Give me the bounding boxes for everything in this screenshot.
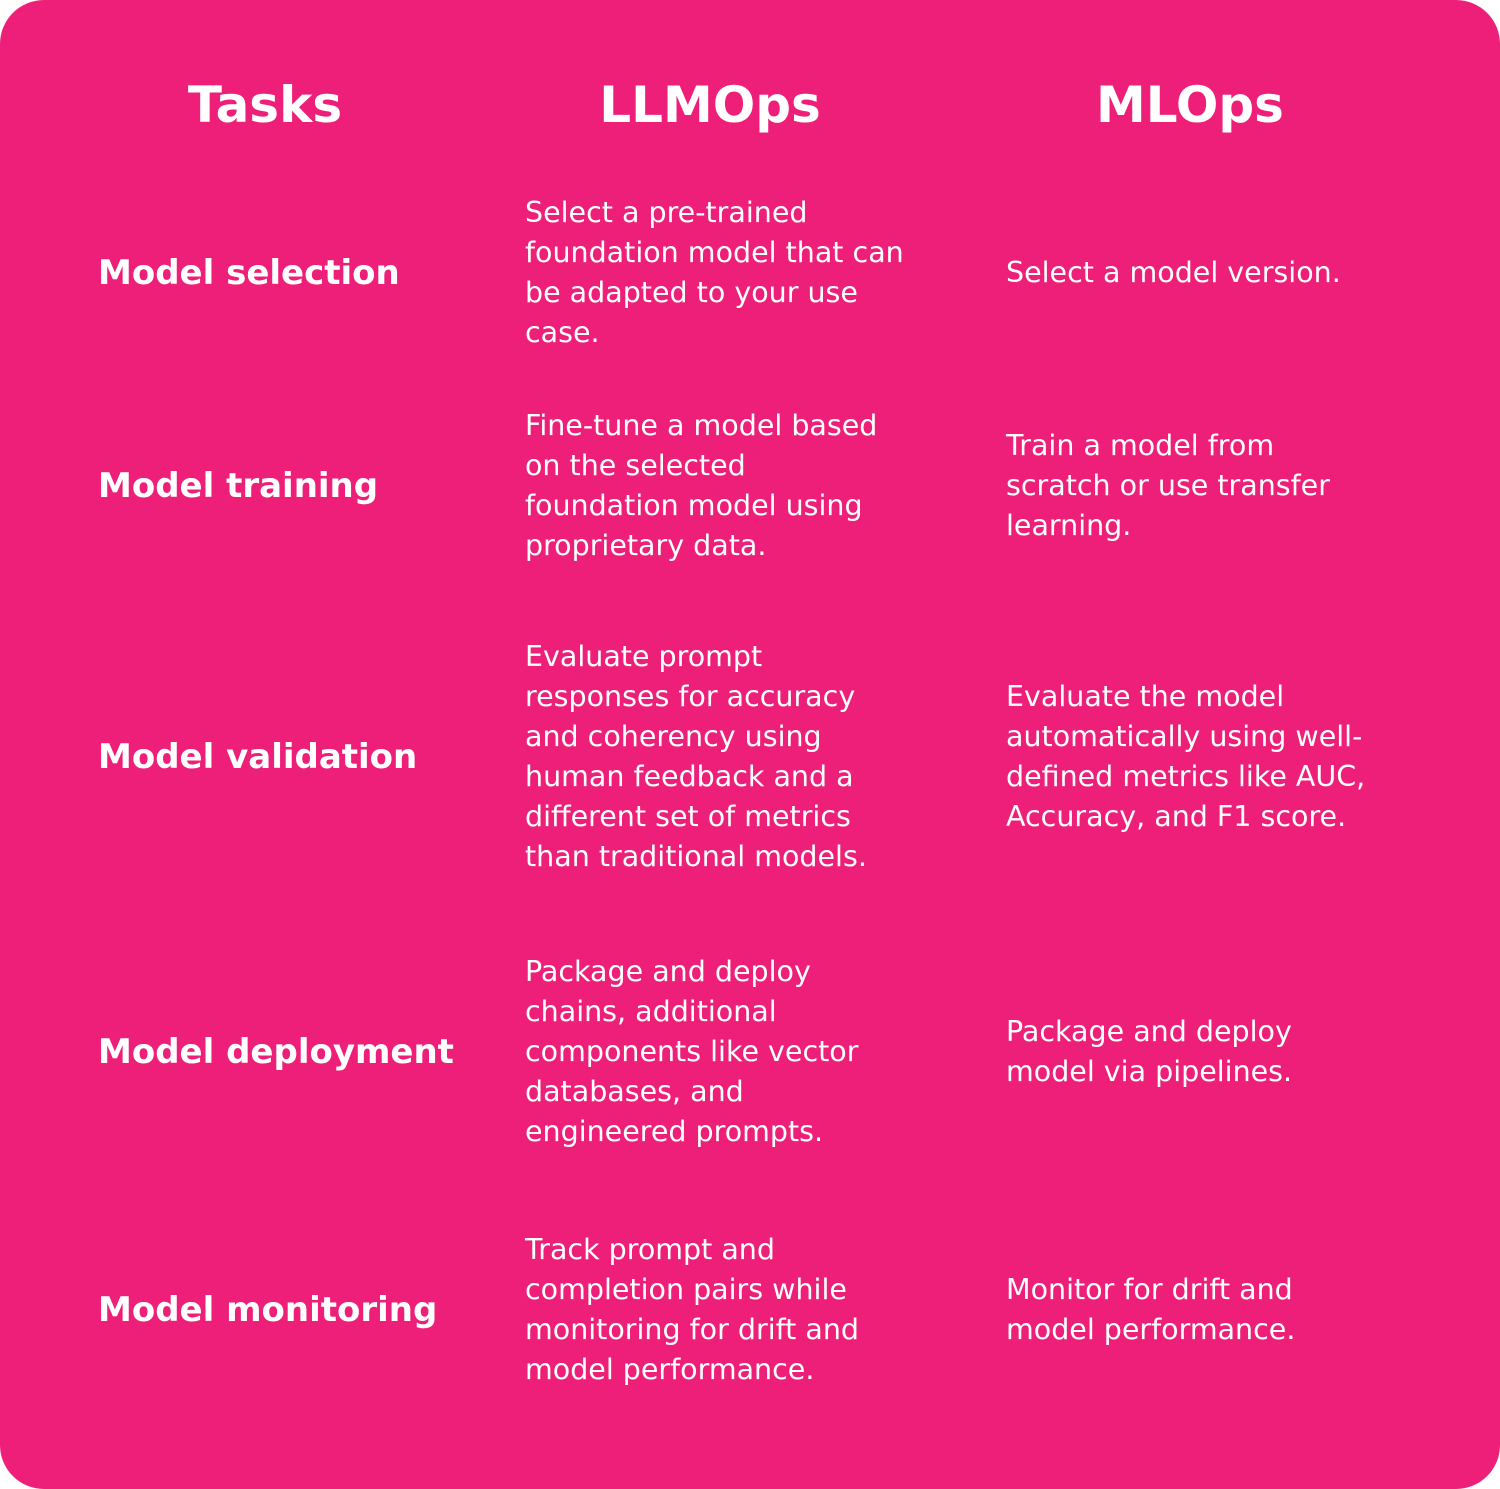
llmops-cell: Evaluate prompt responses for accuracy a… bbox=[525, 637, 905, 877]
mlops-text: Monitor for drift and model performance. bbox=[1006, 1273, 1296, 1346]
table-row: Model validation Evaluate prompt respons… bbox=[0, 637, 1500, 877]
mlops-cell: Train a model from scratch or use transf… bbox=[1006, 406, 1376, 566]
llmops-text: Select a pre-trained foundation model th… bbox=[525, 196, 904, 349]
llmops-cell: Fine-tune a model based on the selected … bbox=[525, 406, 905, 566]
header-mlops: MLOps bbox=[1096, 76, 1284, 134]
mlops-text: Package and deploy model via pipelines. bbox=[1006, 1015, 1293, 1088]
table-row: Model training Fine-tune a model based o… bbox=[0, 406, 1500, 566]
mlops-cell: Evaluate the model automatically using w… bbox=[1006, 637, 1391, 877]
mlops-text: Select a model version. bbox=[1006, 256, 1341, 289]
task-label: Model training bbox=[98, 466, 379, 506]
task-label: Model monitoring bbox=[98, 1290, 438, 1330]
header-llmops: LLMOps bbox=[599, 76, 821, 134]
llmops-text: Package and deploy chains, additional co… bbox=[525, 955, 859, 1148]
llmops-text: Fine-tune a model based on the selected … bbox=[525, 409, 878, 562]
task-label: Model deployment bbox=[98, 1032, 454, 1072]
mlops-cell: Select a model version. bbox=[1006, 193, 1426, 353]
mlops-text: Evaluate the model automatically using w… bbox=[1006, 680, 1366, 833]
llmops-cell: Select a pre-trained foundation model th… bbox=[525, 193, 905, 353]
table-row: Model deployment Package and deploy chai… bbox=[0, 952, 1500, 1152]
mlops-text: Train a model from scratch or use transf… bbox=[1006, 429, 1330, 542]
table-row: Model monitoring Track prompt and comple… bbox=[0, 1230, 1500, 1390]
task-label: Model validation bbox=[98, 737, 418, 777]
header-tasks: Tasks bbox=[187, 76, 343, 134]
llmops-text: Track prompt and completion pairs while … bbox=[525, 1233, 859, 1386]
llmops-cell: Track prompt and completion pairs while … bbox=[525, 1230, 905, 1390]
mlops-cell: Monitor for drift and model performance. bbox=[1006, 1230, 1346, 1390]
llmops-text: Evaluate prompt responses for accuracy a… bbox=[525, 640, 867, 873]
mlops-cell: Package and deploy model via pipelines. bbox=[1006, 952, 1336, 1152]
task-label: Model selection bbox=[98, 253, 400, 293]
llmops-cell: Package and deploy chains, additional co… bbox=[525, 952, 905, 1152]
table-row: Model selection Select a pre-trained fou… bbox=[0, 193, 1500, 353]
